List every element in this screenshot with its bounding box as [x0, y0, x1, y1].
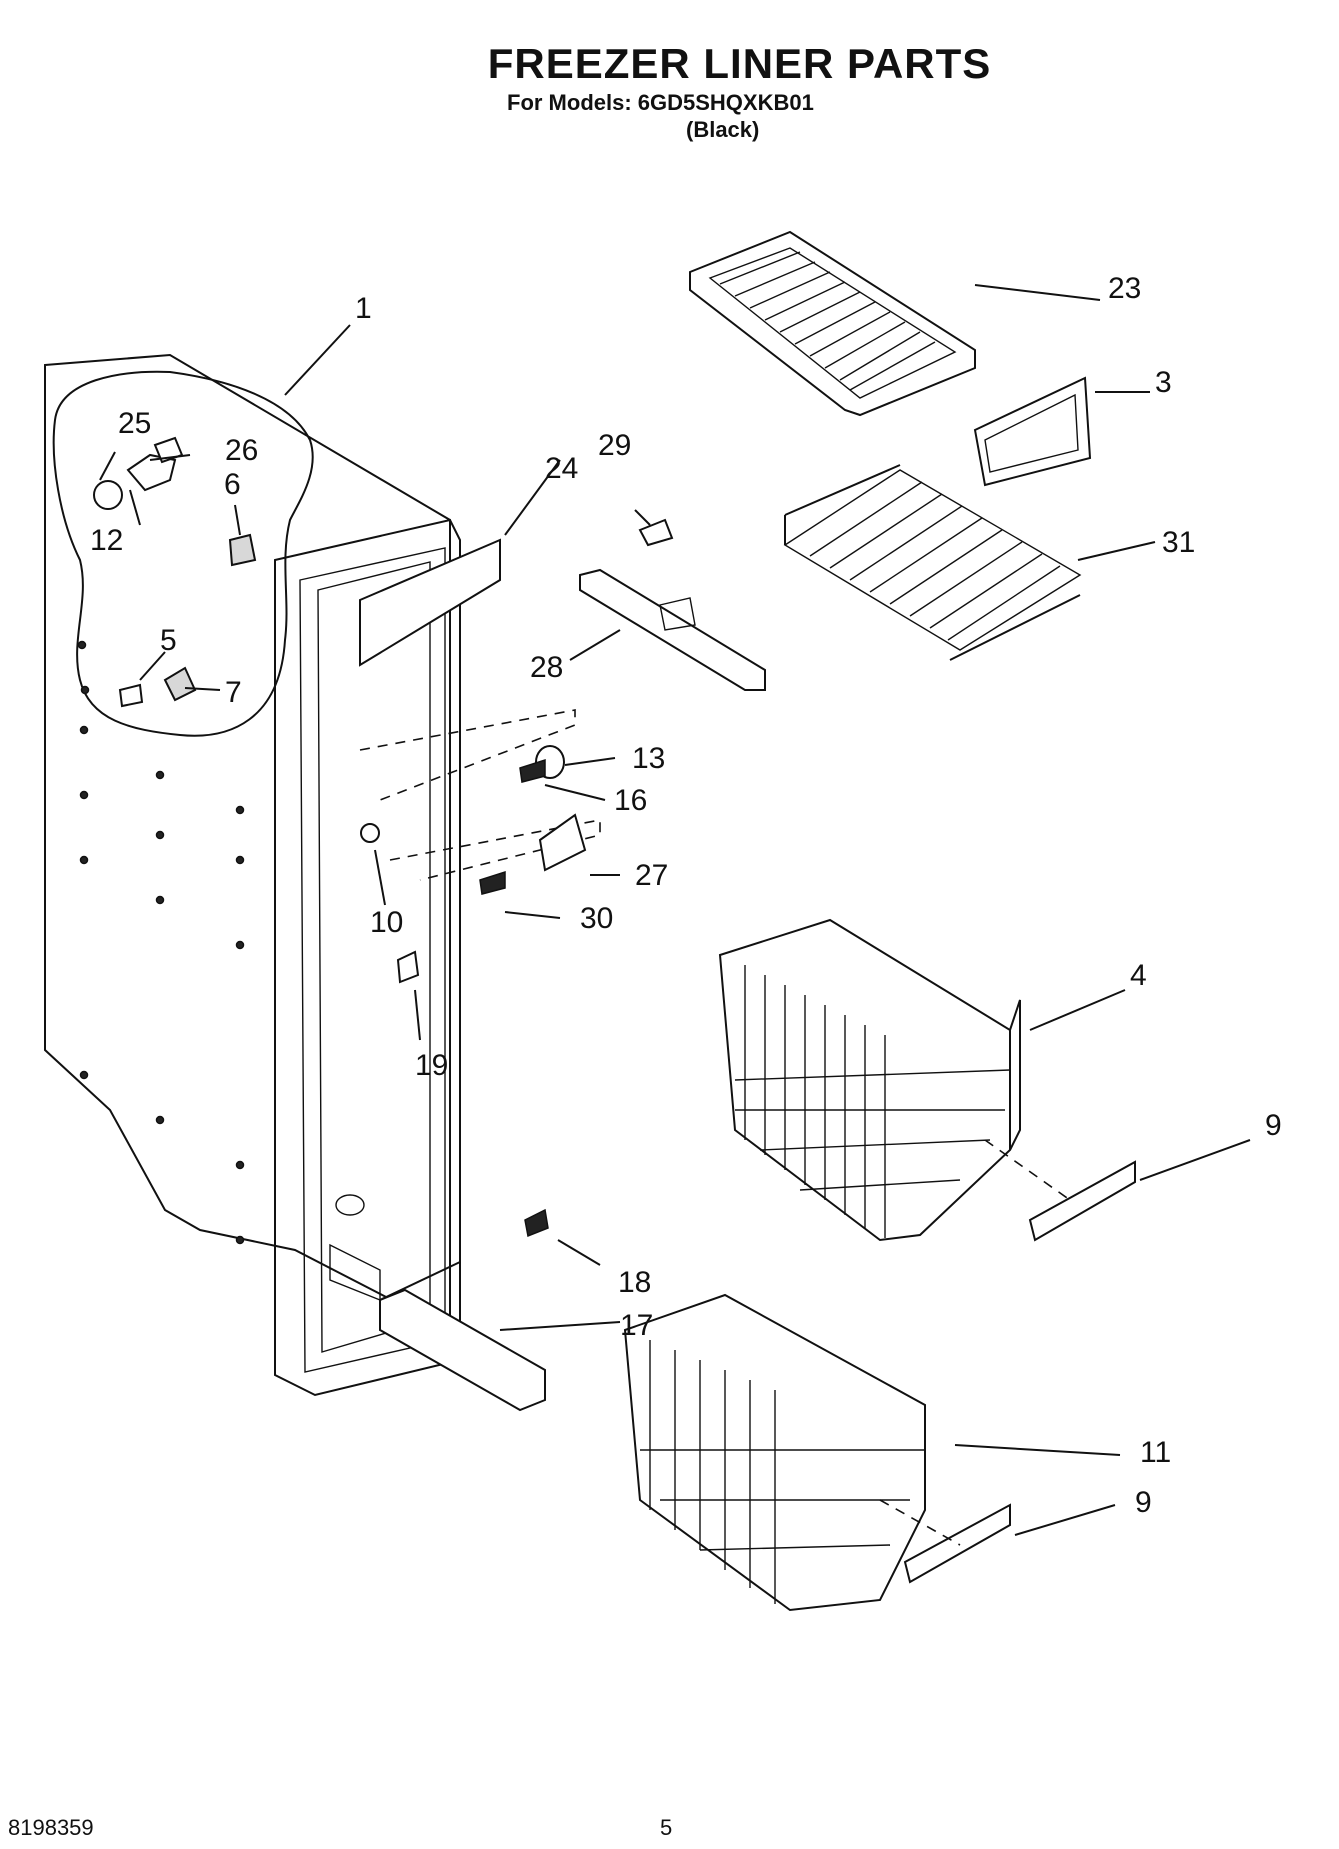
basket-trim-upper — [1028, 1160, 1136, 1242]
shelf-hardware — [359, 709, 601, 1238]
plug-10 — [360, 823, 380, 843]
screw-30 — [479, 870, 506, 895]
clip-19 — [396, 950, 420, 984]
shelf-support-bracket — [579, 518, 766, 691]
slide-support-27 — [538, 813, 587, 872]
callout-12: 12 — [90, 524, 123, 557]
callout-11: 11 — [1140, 1436, 1171, 1469]
freezer-shelf — [689, 230, 976, 417]
callout-4: 4 — [1130, 959, 1147, 992]
callout-27: 27 — [635, 859, 668, 892]
callout-7: 7 — [225, 676, 242, 709]
callout-30: 30 — [580, 902, 613, 935]
callout-9-lower: 9 — [1135, 1486, 1152, 1519]
callout-29: 29 — [598, 429, 631, 462]
callout-28: 28 — [530, 651, 563, 684]
shelf-trim — [973, 376, 1092, 487]
color-line: (Black) — [686, 117, 760, 142]
callout-18: 18 — [618, 1266, 651, 1299]
callout-17: 17 — [620, 1309, 653, 1342]
document-number: 8198359 — [8, 1815, 94, 1840]
screw-16 — [519, 758, 546, 783]
side-panel-holes — [77, 640, 245, 1245]
callout-1: 1 — [355, 292, 372, 325]
callout-23: 23 — [1108, 272, 1141, 305]
light-socket — [126, 453, 177, 492]
callout-31: 31 — [1162, 526, 1195, 559]
screw-5 — [118, 683, 144, 708]
socket-clip — [228, 533, 257, 567]
basket-trim-lower — [903, 1503, 1011, 1584]
callout-5: 5 — [160, 624, 177, 657]
mullion-cover — [359, 538, 501, 667]
callout-13: 13 — [632, 742, 665, 775]
page-number: 5 — [660, 1815, 673, 1840]
callout-26: 26 — [225, 434, 258, 467]
models-line: For Models: 6GD5SHQXKB01 — [507, 90, 814, 115]
callout-19: 19 — [415, 1049, 448, 1082]
callout-9-upper: 9 — [1265, 1109, 1282, 1142]
callout-labels: 1 23 3 31 4 9 11 9 24 29 28 13 16 27 30 … — [90, 272, 1282, 1519]
lower-basket — [623, 1293, 926, 1612]
callout-24: 24 — [545, 452, 578, 485]
callout-10: 10 — [370, 906, 403, 939]
wire-shelf — [783, 464, 1082, 661]
callout-3: 3 — [1155, 366, 1172, 399]
upper-basket — [718, 918, 1021, 1242]
leader-arrows — [99, 284, 1251, 1536]
freezer-liner-cabinet — [44, 353, 461, 1397]
page-title: FREEZER LINER PARTS — [487, 40, 992, 87]
screw-29 — [638, 518, 674, 547]
liner-bracket — [163, 666, 197, 702]
callout-6: 6 — [224, 468, 241, 501]
callout-25: 25 — [118, 407, 151, 440]
base-grille — [379, 1288, 546, 1412]
light-bulb — [93, 480, 123, 510]
callout-16: 16 — [614, 784, 647, 817]
screw-18 — [524, 1208, 549, 1238]
